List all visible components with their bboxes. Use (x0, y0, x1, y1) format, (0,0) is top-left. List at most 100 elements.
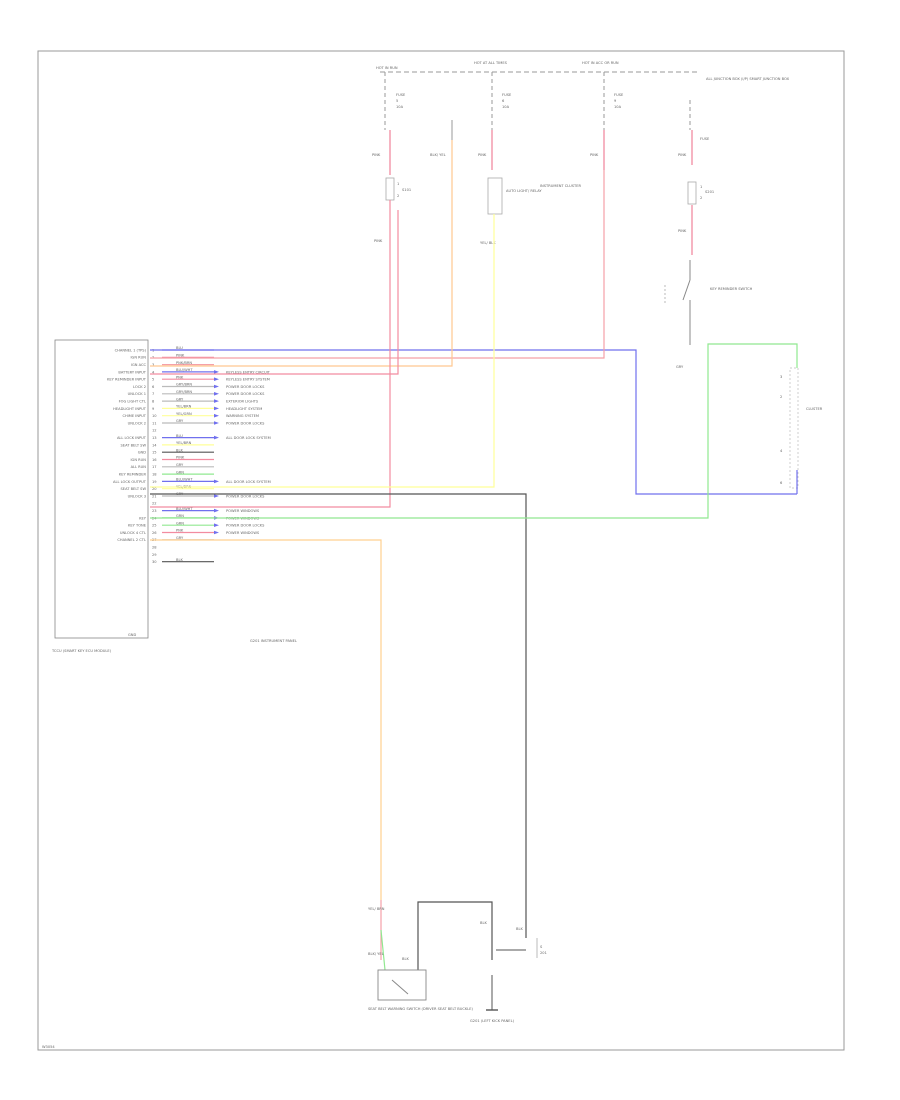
module-pin-wire-label: PINK (176, 456, 185, 460)
ref-arrow-icon (214, 399, 219, 403)
module-pin-wire-label: PNK/BRN (176, 361, 192, 365)
switch-label: KEY REMINDER SWITCH (710, 287, 753, 291)
module-pin-number: 15 (152, 451, 157, 455)
seatbelt-switch-label: SEAT BELT WARNING SWITCH (DRIVER SEAT BE… (368, 1007, 474, 1011)
seatbelt-switch-box (377, 969, 427, 1001)
module-pin-label: SEAT BELT SW (121, 487, 147, 491)
module-ref-link[interactable]: POWER DOOR LOCKS (226, 385, 265, 389)
fuse3-num: 9 (614, 99, 617, 103)
module-title: TCCU (SMART KEY ECU MODULE) (51, 649, 112, 653)
module-pin-label: BATTERY INPUT (118, 370, 146, 374)
module-pin-number: 26 (152, 531, 157, 535)
module-pin-label: LOCK 2 (133, 385, 146, 389)
wire-label-3: PINK (478, 153, 487, 157)
bottom-conn-b: 201 (540, 951, 547, 955)
connector-s101 (385, 177, 395, 201)
module-pin-label: ALL LOCK OUTPUT (113, 480, 147, 484)
diagram-code: W3054 (42, 1045, 55, 1049)
module-pin-wire-label: YEL/GRN (176, 412, 192, 416)
module-ref-link[interactable]: ALL DOOR LOCK SYSTEM (226, 480, 271, 484)
diagram-frame (37, 50, 845, 1051)
module-pin-number: 20 (152, 487, 157, 491)
bus-label-left: HOT IN RUN (376, 66, 398, 70)
wire-label-5: PINK (678, 153, 687, 157)
module-pin-number: 14 (152, 443, 157, 447)
conn1-c: 2 (397, 194, 399, 198)
module-ref-link[interactable]: POWER DOOR LOCKS (226, 524, 265, 528)
module-pin-wire-label: GRY/BRN (176, 383, 192, 387)
conn2-c: 2 (700, 196, 702, 200)
module-pin-number: 23 (152, 509, 157, 513)
ref-arrow-icon (214, 479, 219, 484)
ref-arrow-icon (214, 494, 219, 498)
fuse3-amp: 10A (614, 105, 622, 109)
conn2-b: S201 (705, 190, 714, 194)
module-pin-label: UNLOCK 4 CTL (120, 531, 146, 535)
relay-text: AUTO LIGHT/ RELAY (506, 189, 542, 193)
module-pin-label: KEY REMINDER (119, 473, 147, 477)
ref-arrow-icon (214, 392, 219, 396)
module-ref-link[interactable]: KEYLESS ENTRY SYSTEM (226, 378, 270, 382)
module-pin-label: CHANNEL 1 (TPS) (115, 348, 147, 352)
bottom-wire-c: BLK (402, 957, 409, 961)
module-pin-wire-label: GRN (176, 470, 184, 474)
module-pin-number: 21 (152, 494, 157, 498)
wire-label-6: YEL/ BLK (480, 241, 496, 245)
module-pin-number: 4 (152, 370, 155, 374)
module-pin-label: SEAT BELT SW (121, 443, 147, 447)
module-pin-wire-label: GRN (176, 521, 184, 525)
module-ref-link[interactable]: EXTERIOR LIGHTS (226, 400, 259, 404)
module-pin-number: 18 (152, 473, 157, 477)
module-ref-link[interactable]: ALL DOOR LOCK SYSTEM (226, 436, 271, 440)
ref-arrow-icon (214, 508, 219, 513)
wire-label-8: PINK (678, 229, 687, 233)
module-pin-number: 8 (152, 400, 155, 404)
module-pin-label: HEADLIGHT INPUT (113, 407, 147, 411)
module-pin-label: FOG LIGHT CTL (119, 400, 146, 404)
module-pin-label: UNLOCK 1 (128, 392, 146, 396)
module-pin-wire-label: BLU/WHT (176, 368, 193, 372)
module-pin-wire-label: YEL/BRN (176, 441, 192, 445)
bottom-wire-b: BLK/ YEL (368, 952, 384, 956)
module-pin-wire-label: GRY (176, 419, 184, 423)
module-pin-wire-label: BLU/WHT (176, 507, 193, 511)
module-pin-label: ALL LOCK INPUT (117, 436, 147, 440)
ref-arrow-icon (214, 406, 219, 411)
cluster-connector (789, 367, 799, 489)
module-ref-link[interactable]: HEADLIGHT SYSTEM (226, 407, 262, 411)
module-pin-wire-label: GRN (176, 514, 184, 518)
module-ref-link[interactable]: POWER WINDOWS (226, 509, 260, 513)
module-ref-link[interactable]: POWER WINDOWS (226, 531, 260, 535)
module-ref-link[interactable]: POWER DOOR LOCKS (226, 392, 265, 396)
module-pin-wire-label: GRY (176, 463, 184, 467)
bottom-conn-a: S (540, 945, 543, 949)
module-pin-wire-label: BLU (176, 434, 183, 438)
fuse3-label: FUSE (614, 93, 624, 97)
wire-yellow-relay (150, 214, 495, 488)
module-ref-link[interactable]: POWER DOOR LOCKS (226, 421, 265, 425)
ref-arrow-icon (214, 421, 219, 425)
module-pin-label: IGN ACC (131, 363, 147, 367)
wire-pink-s101 (150, 210, 399, 375)
wire-green-stub (380, 929, 386, 971)
wire-black-switch-loop (417, 901, 493, 970)
module-pin-wire-label: BLK (176, 448, 183, 452)
module-ref-link[interactable]: WARNING SYSTEM (226, 414, 259, 418)
cluster-pin-c: 4 (780, 449, 783, 453)
ground-ref: G201 INSTRUMENT PANEL (250, 639, 297, 643)
wire-yellow-seatbelt (150, 539, 382, 900)
wire-black-gnd (150, 493, 527, 928)
module-ref-link[interactable]: KEYLESS ENTRY CIRCUIT (226, 370, 271, 374)
connector-s201 (687, 181, 697, 205)
bus-label-mid: HOT AT ALL TIMES (474, 61, 508, 65)
module-ref-link[interactable]: POWER DOOR LOCKS (226, 494, 265, 498)
wire-label-1: PINK (372, 153, 381, 157)
wire-label-9: GRY (676, 365, 684, 369)
bottom-wire-a: YEL/ BRN (368, 907, 385, 911)
fuse1-label: FUSE (396, 93, 406, 97)
module-pin-wire-label: GRY (176, 536, 184, 540)
module-pin-label: UNLOCK 3 (128, 494, 146, 498)
module-pin-number: 13 (152, 436, 157, 440)
module-pin-label: ALL RUN (131, 465, 147, 469)
